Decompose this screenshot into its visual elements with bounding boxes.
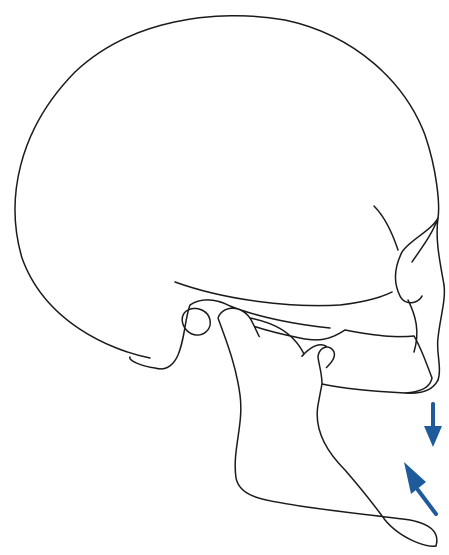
maxilla-detail xyxy=(408,300,417,352)
zygomatic-base xyxy=(175,282,392,306)
brow-ridge xyxy=(374,206,398,250)
arrow-down xyxy=(424,404,442,447)
mandible xyxy=(218,318,437,546)
nasal-aperture xyxy=(438,285,445,380)
arrow-up-left xyxy=(404,462,436,514)
nasal-bone xyxy=(437,218,444,285)
upper-teeth xyxy=(322,380,438,393)
maxilla xyxy=(345,330,432,393)
cranium-outline xyxy=(15,16,439,358)
